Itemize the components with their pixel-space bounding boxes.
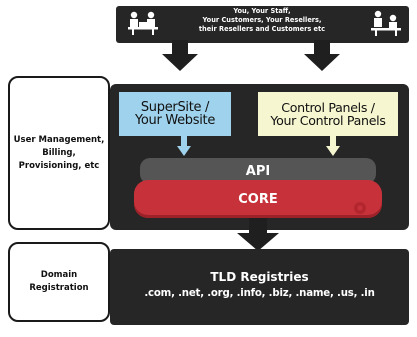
api-label: API (245, 163, 271, 179)
down-arrow-icon (162, 40, 198, 71)
control-line-1: Control Panels / (281, 100, 375, 115)
management-line-3: Provisioning, etc (18, 160, 100, 171)
management-line-1: User Management, (13, 134, 105, 145)
gear-icon (354, 202, 366, 214)
core-label: CORE (238, 191, 278, 207)
down-arrow-icon (304, 40, 340, 71)
api-layer: API (140, 158, 376, 184)
people-at-desk-icon (128, 11, 158, 35)
users-banner (116, 6, 409, 43)
core-layer: CORE (134, 180, 382, 218)
domain-line-1: Domain (40, 270, 78, 280)
control-panels-arrow-icon (326, 136, 340, 156)
down-arrow-icon (237, 218, 279, 251)
registries-tld-list: .com, .net, .org, .info, .biz, .name, .u… (144, 288, 375, 299)
control-panels-box: Control Panels / Your Control Panels (258, 92, 398, 136)
users-line-2: Your Customers, Your Resellers, (202, 16, 322, 24)
management-label-box: User Management, Billing, Provisioning, … (8, 76, 110, 230)
management-line-2: Billing, (42, 147, 76, 158)
users-line-1: You, Your Staff, (233, 7, 291, 15)
registries-title: TLD Registries (210, 270, 309, 284)
users-description: You, Your Staff, Your Customers, Your Re… (167, 7, 357, 34)
supersite-line-1: SuperSite / (140, 100, 210, 115)
people-at-desk-icon (371, 10, 401, 36)
domain-line-2: Registration (29, 283, 89, 293)
control-line-2: Your Control Panels (270, 113, 386, 128)
supersite-box: SuperSite / Your Website (119, 92, 231, 136)
domain-registration-label-box: Domain Registration (8, 242, 110, 322)
users-line-3: their Resellers and Customers etc (198, 25, 326, 33)
tld-registries-panel (110, 249, 409, 325)
supersite-line-2: Your Website (134, 113, 216, 128)
supersite-arrow-icon (177, 136, 191, 156)
